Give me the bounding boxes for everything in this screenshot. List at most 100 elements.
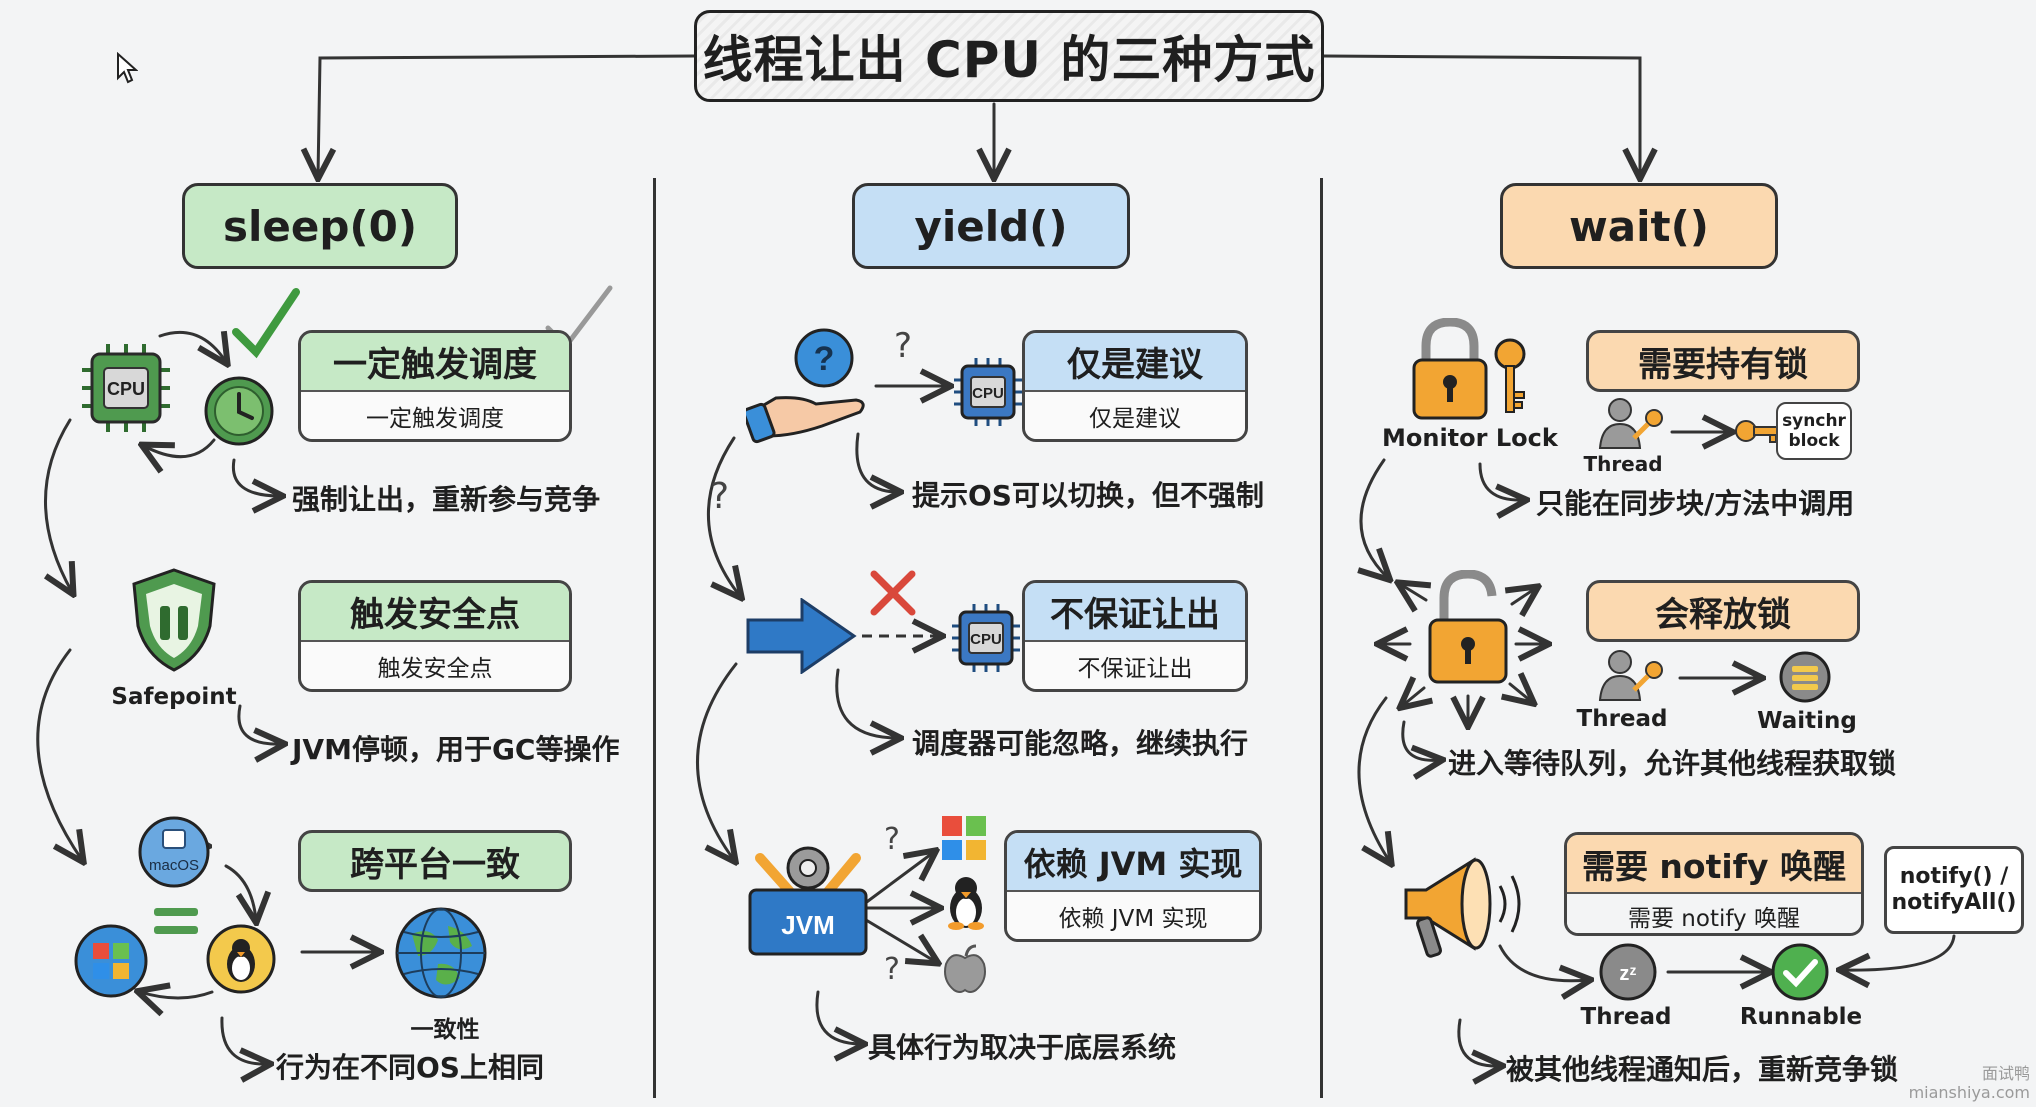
unlock-icon [1428,570,1508,684]
wait-card-3: 需要 notify 唤醒 需要 notify 唤醒 [1564,832,1864,936]
cpu-chip-blue-label: CPU [972,385,1004,402]
arrow-yield-note-3 [815,990,862,1044]
sleep-card-1: 一定触发调度 一定触发调度 [298,330,572,442]
arrow-os-cycle-3 [140,992,214,998]
arrow-yield-2-3 [696,662,736,860]
jvm-toolbox-icon: JVM [748,846,868,956]
arrow-wait-1-2 [1361,458,1388,578]
diagram-title: 线程让出 CPU 的三种方式 [694,10,1324,102]
yield-card-2-title: 不保证让出 [1025,583,1245,642]
arrow-sleep-note-3 [220,1016,268,1064]
column-divider-left [653,178,656,1098]
wait-card-3-title: 需要 notify 唤醒 [1567,835,1861,894]
sleep-card-3-title: 跨平台一致 [298,830,572,892]
yield-card-3: 依赖 JVM 实现 依赖 JVM 实现 [1004,830,1262,942]
wait-note-1: 只能在同步块/方法中调用 [1536,487,1855,520]
question-mark-jvm-top: ? [884,822,900,857]
arrow-notify-to-runnable [1842,934,1956,970]
cpu-chip-blue-label-2: CPU [970,631,1002,648]
jvm-label: JVM [781,910,834,940]
cpu-chip-blue-icon-2: CPU [952,604,1020,672]
linux-icon [206,924,276,994]
padlock-key-icon [1412,318,1526,420]
arrow-jvm-to-windows [862,852,934,906]
cross-icon [870,570,916,616]
consistency-label: 一致性 [410,1017,480,1043]
yield-card-3-title: 依赖 JVM 实现 [1007,833,1259,892]
wait-card-2-title: 会释放锁 [1586,580,1860,642]
question-mark-side: ? [710,476,730,517]
mouse-cursor-icon [117,52,138,84]
yield-card-2-sub: 不保证让出 [1025,642,1245,689]
monitor-lock-label: Monitor Lock [1382,424,1558,452]
arrow-wait-2-3 [1357,696,1390,862]
yield-card-1-sub: 仅是建议 [1025,392,1245,439]
arrow-title-to-sleep [318,54,696,176]
yield-note-3: 具体行为取决于底层系统 [868,1031,1177,1064]
arrow-wait-note-3 [1457,1018,1500,1066]
watermark: 面试鸭 mianshiya.com [1880,1064,2030,1102]
thread-label-2: Thread [1576,706,1668,732]
check-mark [232,288,300,359]
arrow-yield-1-2 [707,436,740,596]
macos-icon: macOS [138,816,210,888]
wait-note-3: 被其他线程通知后，重新竞争锁 [1506,1053,1899,1086]
sleep-card-1-sub: 一定触发调度 [301,392,569,439]
windows-logo-icon [942,816,986,860]
arrow-wait-note-1 [1478,462,1524,500]
notify-box: notify() / notifyAll() [1884,846,2024,934]
arrow-title-to-wait [1322,54,1640,176]
megaphone-icon [1404,857,1521,958]
question-mark-top: ? [894,326,913,366]
synchr-block-box: synchr block [1776,402,1852,460]
arrow-sleep-note-2 [237,704,282,744]
shield-icon [132,568,216,672]
watermark-line-1: 面试鸭 [1981,1064,2030,1083]
waiting-label: Waiting [1757,708,1857,734]
column-divider-right [1320,178,1323,1098]
runnable-check-icon [1771,943,1829,1001]
macos-label: macOS [149,857,199,874]
runnable-label: Runnable [1739,1004,1863,1030]
hand-question-icon: ? [746,328,865,444]
cpu-chip-blue-icon: CPU [954,358,1022,426]
wait-card-3-sub: 需要 notify 唤醒 [1567,894,1861,933]
svg-text:?: ? [814,340,835,378]
wait-card-1-title: 需要持有锁 [1586,330,1860,392]
thread-label-3: Thread [1580,1004,1672,1030]
sleep-note-2: JVM停顿，用于GC等操作 [292,733,620,766]
wait-note-2: 进入等待队列，允许其他线程获取锁 [1448,747,1897,780]
header-yield: yield() [852,183,1130,269]
yield-card-1-title: 仅是建议 [1025,333,1245,392]
sleep-note-3: 行为在不同OS上相同 [276,1051,544,1084]
apple-icon [944,944,986,993]
watermark-line-2: mianshiya.com [1908,1083,2030,1103]
header-sleep: sleep(0) [182,183,458,269]
globe-icon [395,907,487,999]
thread-key-icon [1598,398,1663,449]
sleep-note-1: 强制让出，重新参与竞争 [292,483,601,516]
yield-card-2: 不保证让出 不保证让出 [1022,580,1248,692]
sleeping-thread-icon: zᶻ [1599,943,1657,1001]
yield-note-2: 调度器可能忽略，继续执行 [912,727,1249,760]
sleep-card-2-title: 触发安全点 [301,583,569,642]
clock-icon [204,376,274,446]
thread-key-icon-2 [1598,650,1663,701]
yield-card-1: 仅是建议 仅是建议 [1022,330,1248,442]
cpu-chip-icon: CPU [82,344,170,432]
waiting-queue-icon [1779,651,1831,703]
arrow-sleep-note-1 [231,458,280,496]
sleep-card-1-title: 一定触发调度 [301,333,569,392]
svg-text:zᶻ: zᶻ [1619,963,1636,985]
sleep-card-2: 触发安全点 触发安全点 [298,580,572,692]
arrow-right-icon [746,598,857,674]
sleep-card-2-sub: 触发安全点 [301,642,569,689]
arrow-wait-note-2 [1401,720,1440,760]
windows-icon [74,924,148,998]
yield-note-1: 提示OS可以切换，但不强制 [912,479,1264,512]
thread-label-1: Thread [1583,452,1663,476]
cpu-chip-label: CPU [107,379,145,399]
yield-card-3-sub: 依赖 JVM 实现 [1007,892,1259,939]
arrow-sleep-1-2 [45,418,72,592]
arrow-os-cycle-2 [224,864,256,920]
